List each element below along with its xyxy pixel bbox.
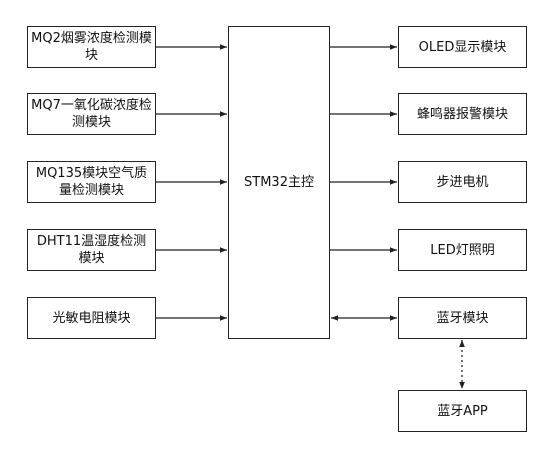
led-lighting-label: LED灯照明 — [430, 242, 495, 258]
mq7-module-label: MQ7一氧化碳浓度检测模块 — [31, 98, 152, 130]
stm32-controller-box: STM32主控 — [228, 26, 330, 339]
buzzer-alarm-module-label: 蜂鸣器报警模块 — [416, 106, 508, 122]
light-sensor-module-box: 光敏电阻模块 — [27, 297, 156, 339]
stepper-motor-box: 步进电机 — [398, 161, 527, 203]
dht11-module-label: DHT11温湿度检测模块 — [36, 234, 147, 266]
stm32-controller-label: STM32主控 — [244, 175, 314, 190]
bluetooth-app-box: 蓝牙APP — [398, 390, 527, 432]
stepper-motor-label: 步进电机 — [436, 174, 489, 190]
led-lighting-box: LED灯照明 — [398, 229, 527, 271]
mq135-module-label: MQ135模块空气质量检测模块 — [35, 166, 148, 198]
mq135-module-box: MQ135模块空气质量检测模块 — [27, 161, 156, 203]
mq7-module-box: MQ7一氧化碳浓度检测模块 — [27, 93, 156, 135]
bluetooth-app-label: 蓝牙APP — [437, 403, 488, 419]
dht11-module-box: DHT11温湿度检测模块 — [27, 229, 156, 271]
oled-display-module-label: OLED显示模块 — [418, 39, 507, 55]
oled-display-module-box: OLED显示模块 — [398, 26, 527, 68]
mq2-module-box: MQ2烟雾浓度检测模块 — [27, 26, 156, 68]
buzzer-alarm-module-box: 蜂鸣器报警模块 — [398, 93, 527, 135]
bluetooth-module-box: 蓝牙模块 — [398, 297, 527, 339]
bluetooth-module-label: 蓝牙模块 — [436, 310, 489, 326]
light-sensor-module-label: 光敏电阻模块 — [52, 310, 131, 326]
mq2-module-label: MQ2烟雾浓度检测模块 — [31, 31, 152, 63]
